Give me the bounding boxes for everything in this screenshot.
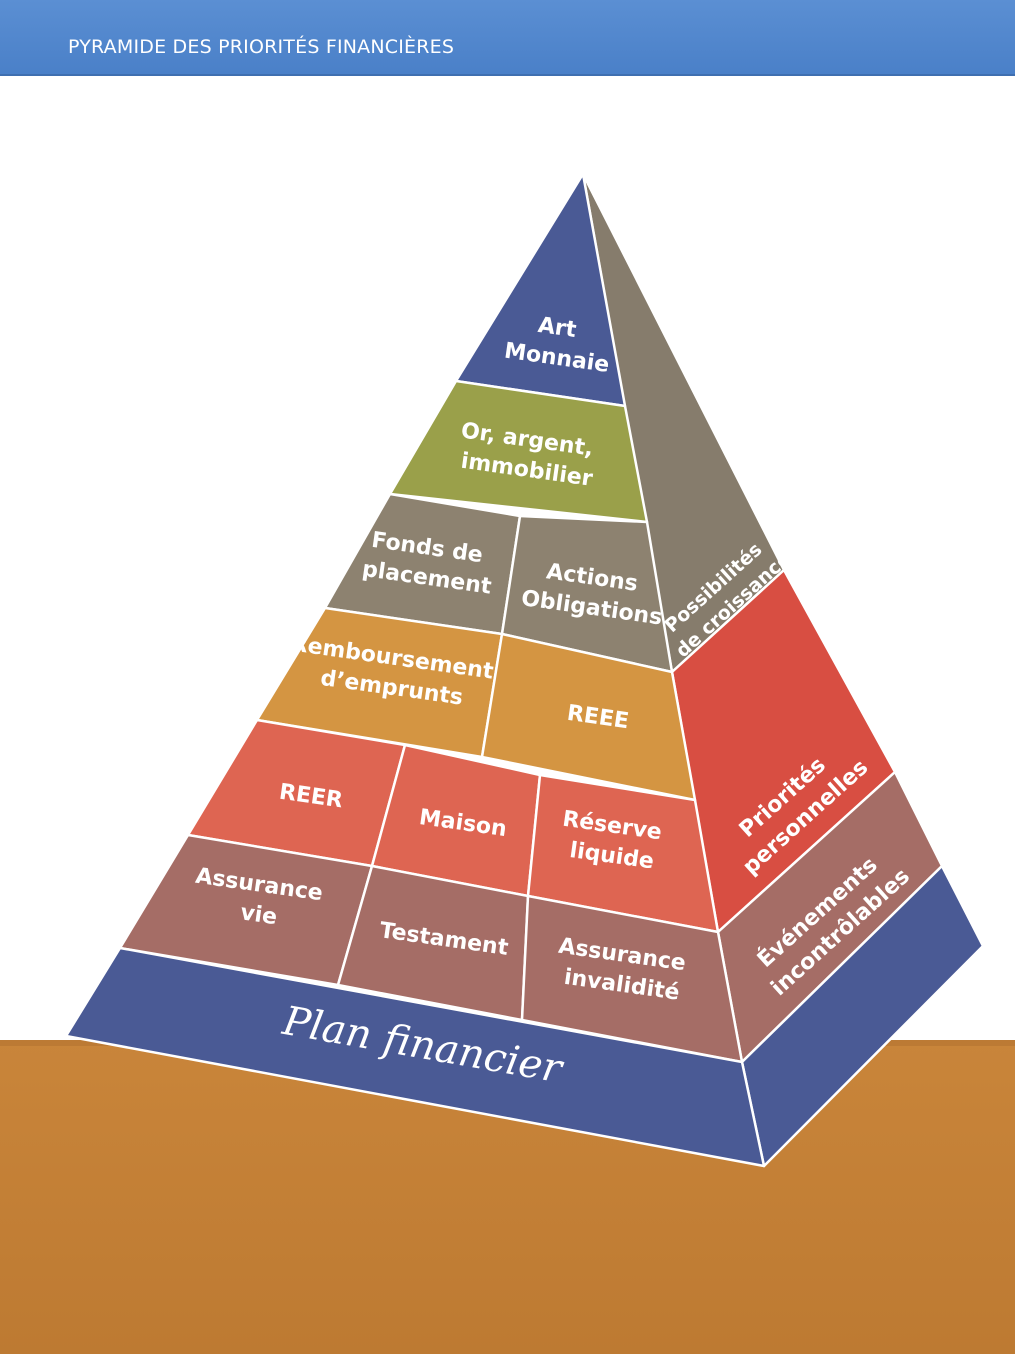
label-vie: vie — [239, 900, 279, 930]
page-title: PYRAMIDE DES PRIORITÉS FINANCIÈRES — [68, 36, 455, 58]
page-header: PYRAMIDE DES PRIORITÉS FINANCIÈRES — [0, 0, 1015, 74]
pyramid-front-face — [64, 172, 766, 1168]
label-art: Art — [536, 313, 578, 343]
tier-base — [64, 946, 766, 1168]
